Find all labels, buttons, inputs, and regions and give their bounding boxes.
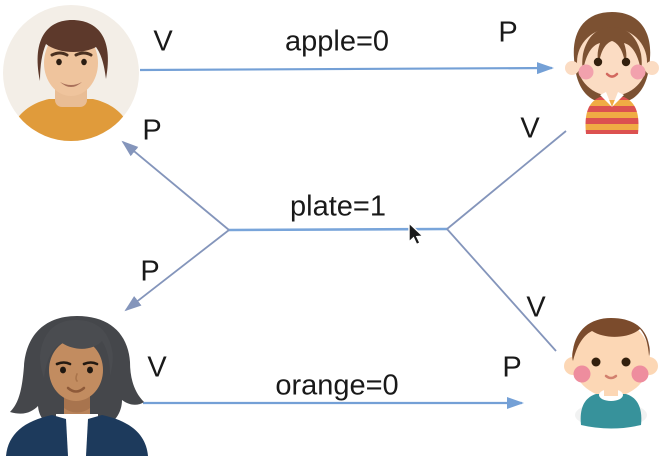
role-girl-apple: P bbox=[498, 16, 518, 49]
role-boy-orange: P bbox=[502, 351, 522, 384]
orange-message-label: orange=0 bbox=[275, 369, 399, 402]
apple-message-arrow bbox=[139, 62, 554, 75]
role-girl-plate: V bbox=[520, 112, 540, 145]
plate-branch-to-woman bbox=[124, 229, 230, 312]
arrow-cursor bbox=[408, 221, 425, 246]
role-woman-orange: V bbox=[147, 351, 167, 384]
apple-message-label: apple=0 bbox=[284, 25, 390, 58]
man-avatar bbox=[3, 5, 139, 141]
girl-avatar bbox=[565, 12, 659, 134]
role-boy-plate: V bbox=[526, 291, 546, 324]
plate-branch-to-man bbox=[121, 140, 230, 231]
woman-avatar bbox=[6, 316, 148, 456]
plate-message-label: plate=1 bbox=[290, 190, 386, 223]
role-woman-plate: P bbox=[140, 255, 160, 288]
role-man-apple: V bbox=[153, 25, 173, 58]
boy-avatar bbox=[564, 318, 658, 429]
plate-branch-from-boy bbox=[446, 228, 557, 352]
plate-branch-from-girl bbox=[446, 130, 567, 230]
role-man-plate: P bbox=[142, 114, 162, 147]
